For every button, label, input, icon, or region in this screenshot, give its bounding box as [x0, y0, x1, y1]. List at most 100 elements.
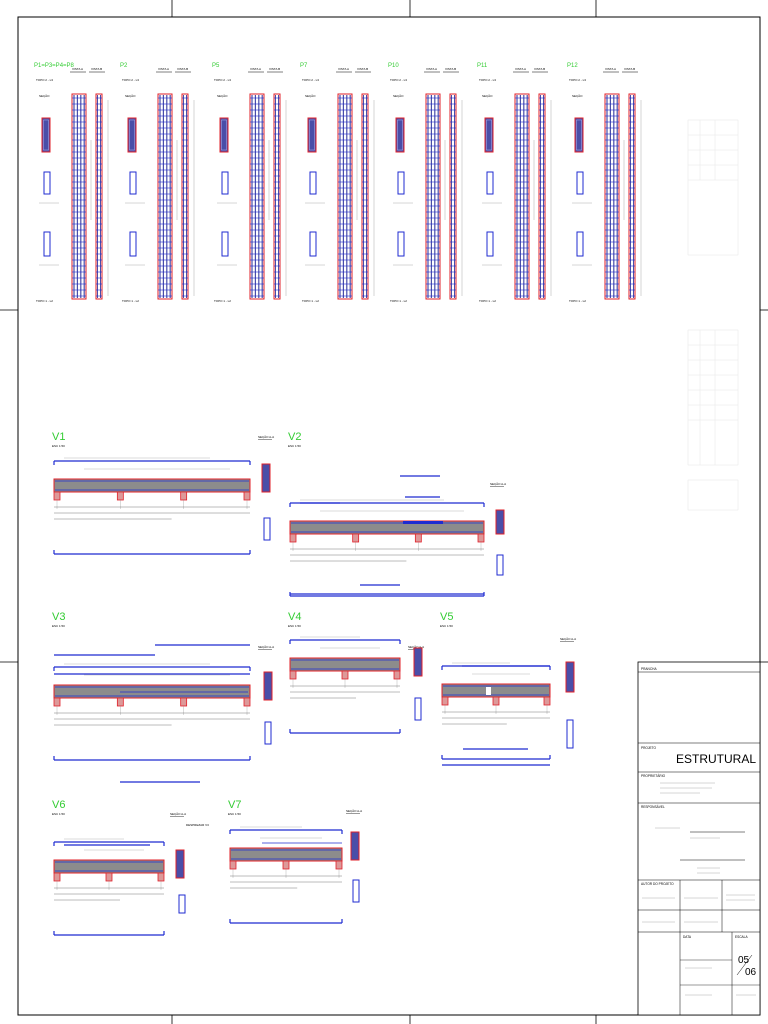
- v3-extra-rebar: [54, 644, 250, 783]
- column-support: [180, 491, 188, 501]
- vista-b-label: VISTA B: [177, 67, 188, 71]
- bottom-level-label: TOPO 1 - L2: [302, 299, 319, 303]
- column-label: P10: [388, 63, 399, 69]
- column-label: P7: [300, 63, 308, 69]
- column-section-inner: [309, 119, 315, 151]
- beam-label: V7: [228, 799, 241, 811]
- stirrup-detail: [221, 231, 229, 257]
- column-support: [243, 697, 251, 707]
- column-support: [335, 860, 343, 870]
- stirrup-detail: [576, 231, 584, 257]
- beam-section: [413, 647, 423, 677]
- responsavel-caption: RESPONSÁVEL: [641, 805, 665, 809]
- cliente-caption: PROPRIETÁRIO: [641, 774, 666, 778]
- title-block: PRANCHA PROJETO ESTRUTURAL PROPRIETÁRIO …: [637, 661, 761, 1016]
- column-section: [41, 117, 51, 153]
- vista-a-label: VISTA A: [338, 67, 349, 71]
- bottom-level-label: TOPO 1 - L2: [122, 299, 139, 303]
- beam-section: [175, 849, 185, 879]
- column-section: [574, 117, 584, 153]
- column-support: [289, 533, 297, 543]
- stirrup-detail: [397, 231, 405, 257]
- stirrup-detail: [576, 171, 584, 195]
- vista-b-label: VISTA B: [445, 67, 456, 71]
- column-support: [492, 696, 500, 706]
- vista-a-label: VISTA A: [72, 67, 83, 71]
- top-level-label: TOPO 2 - L3: [214, 78, 231, 82]
- stirrup-detail: [486, 171, 494, 195]
- beam-stirrup: [352, 879, 360, 903]
- top-level-label: TOPO 2 - L3: [390, 78, 407, 82]
- stirrup-detail: [43, 231, 51, 257]
- elevation-b: [95, 93, 103, 300]
- v2-extra-rebar: [290, 475, 484, 595]
- stirrup-detail: [43, 171, 51, 195]
- autor-caption: AUTOR DO PROJETO: [641, 882, 674, 886]
- beam-section: [263, 671, 273, 701]
- section-title: SEÇÃO A-A: [258, 644, 274, 649]
- sheet-number: 05: [738, 955, 750, 966]
- beam-stirrup: [414, 697, 422, 721]
- column-section-inner: [397, 119, 403, 151]
- beam-label: V6: [52, 799, 65, 811]
- column-label: P5: [212, 63, 220, 69]
- stirrup-detail: [129, 171, 137, 195]
- beam-stirrup: [496, 554, 504, 576]
- section-title: SEÇÃO A-A: [170, 811, 186, 816]
- faint-steel-table: [687, 119, 739, 511]
- v5-extra-rebar: [442, 665, 550, 766]
- section-label: SEÇÃO: [39, 93, 50, 98]
- column-support: [105, 872, 113, 882]
- beam-label: V3: [52, 611, 65, 623]
- column-support: [352, 533, 360, 543]
- top-level-label: TOPO 2 - L3: [122, 78, 139, 82]
- column-support: [393, 670, 401, 680]
- beam-stirrup: [178, 894, 186, 914]
- column-support: [116, 697, 124, 707]
- beam-label: V5: [440, 611, 453, 623]
- stirrup-detail: [397, 171, 405, 195]
- beam-section: [350, 831, 360, 861]
- beam-stirrup: [264, 721, 272, 745]
- beam-scale: ESC 1:50: [52, 444, 65, 448]
- beam-section: [261, 463, 271, 493]
- section-label: SEÇÃO: [393, 93, 404, 98]
- elevation-b: [538, 93, 546, 300]
- column-support: [414, 533, 422, 543]
- beam-label: V2: [288, 431, 301, 443]
- section-label: SEÇÃO: [482, 93, 493, 98]
- column-support: [53, 872, 61, 882]
- section-title: SEÇÃO A-A: [346, 808, 362, 813]
- v6-extra: DESPREZAR V3: [64, 823, 209, 846]
- beam-stirrup: [263, 517, 271, 541]
- column-section-inner: [43, 119, 49, 151]
- section-label: SEÇÃO: [305, 93, 316, 98]
- elevation-b: [273, 93, 281, 300]
- column-section-inner: [221, 119, 227, 151]
- column-section: [219, 117, 229, 153]
- column-label: P12: [567, 63, 578, 69]
- column-support: [543, 696, 551, 706]
- column-section-inner: [576, 119, 582, 151]
- vista-a-label: VISTA A: [605, 67, 616, 71]
- vista-a-label: VISTA A: [515, 67, 526, 71]
- extra-bar: [403, 521, 443, 524]
- section-title: SEÇÃO A-A: [258, 434, 274, 439]
- vista-a-label: VISTA A: [250, 67, 261, 71]
- column-support: [289, 670, 297, 680]
- extra-section-title: DESPREZAR V3: [186, 823, 209, 827]
- section-label: SEÇÃO: [572, 93, 583, 98]
- bottom-level-label: TOPO 1 - L2: [36, 299, 53, 303]
- beam-scale: ESC 1:50: [440, 624, 453, 628]
- column-support: [477, 533, 485, 543]
- discipline-caption: PROJETO: [641, 746, 657, 750]
- beam-scale: ESC 1:50: [288, 624, 301, 628]
- vista-b-label: VISTA B: [357, 67, 368, 71]
